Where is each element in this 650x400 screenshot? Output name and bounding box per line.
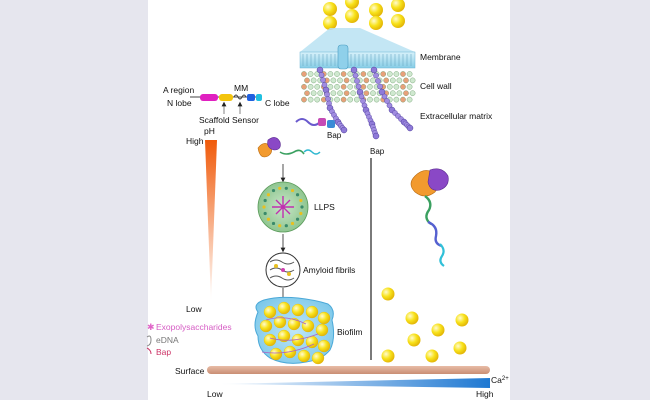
domain-mm: [233, 94, 247, 100]
biofilm-sphere: [277, 301, 291, 315]
legend-edna-icon: [146, 335, 152, 347]
label-surface: Surface: [175, 366, 205, 376]
yellow-spheres-top: [323, 0, 405, 30]
label-a-region: A region: [163, 85, 194, 95]
legend: ✱ Exopolysaccharides eDNA Bap: [146, 322, 232, 357]
biofilm-blob: [254, 296, 335, 365]
biofilm-sphere: [305, 305, 319, 319]
yellow-sphere: [453, 341, 467, 355]
yellow-sphere: [391, 0, 405, 12]
calcium-gradient-wedge: [218, 378, 490, 388]
label-n-lobe: N lobe: [167, 98, 192, 108]
domain-c-lobe: [247, 94, 255, 101]
membrane-layer: [299, 51, 416, 69]
label-scaffold: Scaffold: [199, 115, 230, 125]
label-ph-high: High: [186, 136, 204, 146]
surface-bar: [207, 366, 490, 374]
biofilm-sphere: [305, 335, 319, 349]
biofilm-sphere: [291, 303, 305, 317]
biofilm-sphere: [259, 319, 273, 333]
domain-scaffold: [219, 94, 233, 101]
yellow-sphere: [369, 16, 383, 30]
label-ph: pH: [204, 126, 215, 136]
label-biofilm: Biofilm: [337, 327, 363, 337]
label-extracellular-matrix: Extracellular matrix: [420, 111, 493, 121]
yellow-spheres-lower-right: [381, 287, 469, 363]
biofilm-sphere: [287, 317, 301, 331]
label-membrane: Membrane: [420, 52, 461, 62]
label-ca-ion: Ca: [491, 375, 502, 385]
protein-structure-left: [257, 137, 321, 158]
label-bap-right: Bap: [370, 147, 385, 156]
label-sensor: Sensor: [232, 115, 259, 125]
biofilm-sphere: [277, 329, 291, 343]
biofilm-sphere: [311, 351, 325, 365]
amyloid-fibrils-icon: [265, 252, 301, 288]
membrane-zoom: [299, 28, 416, 140]
label-cell-wall: Cell wall: [420, 81, 452, 91]
biofilm-sphere: [317, 339, 331, 353]
domain-sensor: [256, 94, 262, 101]
label-amyloid-fibrils: Amyloid fibrils: [303, 265, 355, 275]
yellow-sphere: [345, 9, 359, 23]
label-llps: LLPS: [314, 202, 335, 212]
yellow-sphere: [381, 287, 395, 301]
yellow-sphere: [407, 333, 421, 347]
legend-exopolysaccharides-icon: ✱: [147, 322, 155, 332]
bap-domain-cartoon: [295, 118, 335, 128]
legend-bap-icon: [146, 347, 152, 355]
biofilm-sphere: [263, 333, 277, 347]
biofilm-sphere: [269, 347, 283, 361]
yellow-sphere: [381, 349, 395, 363]
yellow-sphere: [345, 0, 359, 9]
bap-domain-bar: [190, 94, 262, 101]
protein-structure-right: [410, 168, 449, 267]
legend-exopolysaccharides: Exopolysaccharides: [156, 322, 232, 332]
yellow-sphere: [425, 349, 439, 363]
label-ca-low: Low: [207, 389, 223, 399]
label-ca-charge: 2+: [502, 376, 509, 382]
label-mm: MM: [234, 83, 248, 93]
yellow-sphere: [455, 313, 469, 327]
yellow-sphere: [323, 2, 337, 16]
yellow-sphere: [431, 323, 445, 337]
ph-gradient-wedge: [205, 140, 217, 302]
label-c-lobe: C lobe: [265, 98, 290, 108]
zoom-callout: [300, 28, 415, 52]
domain-a-region: [200, 94, 218, 101]
biofilm-sphere: [301, 319, 315, 333]
label-ca-high: High: [476, 389, 494, 399]
biofilm-sphere: [317, 311, 331, 325]
label-ca: Ca2+: [491, 375, 509, 385]
yellow-sphere: [369, 3, 383, 17]
label-ph-low: Low: [186, 304, 202, 314]
yellow-sphere: [405, 311, 419, 325]
bap-chain: [316, 66, 414, 140]
membrane-channel: [337, 44, 349, 70]
biofilm-sphere: [297, 349, 311, 363]
legend-bap: Bap: [156, 347, 171, 357]
yellow-sphere: [323, 16, 337, 30]
llps-droplet: [257, 181, 309, 233]
biofilm-sphere: [273, 315, 287, 329]
biofilm-sphere: [263, 305, 277, 319]
yellow-sphere: [391, 14, 405, 28]
label-bap-top: Bap: [327, 131, 342, 140]
biofilm-sphere: [315, 323, 329, 337]
legend-edna: eDNA: [156, 335, 179, 345]
